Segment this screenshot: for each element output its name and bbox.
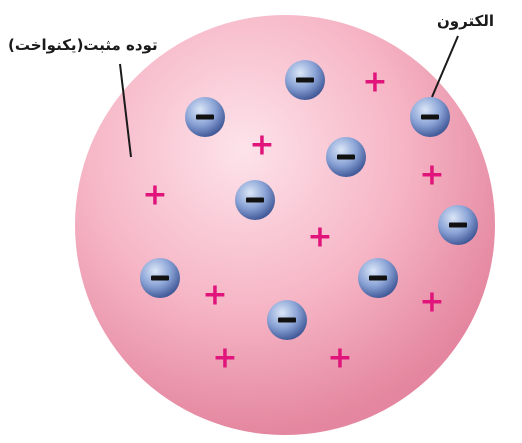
electron [326, 137, 366, 177]
electron [438, 205, 478, 245]
minus-sign [246, 197, 264, 203]
plus-charge: + [307, 220, 332, 255]
positive-sphere [75, 15, 495, 435]
positive-mass-pointer-line [119, 63, 132, 158]
positive-mass-label: توده مثبت(یکنواخت) [8, 36, 158, 54]
minus-sign [151, 275, 169, 281]
plus-charge: + [362, 65, 387, 100]
plus-charge: + [142, 178, 167, 213]
electron-label: الکترون [437, 12, 495, 30]
electron-pointer-line [431, 35, 459, 98]
electron [267, 300, 307, 340]
electron [410, 97, 450, 137]
electrons [140, 60, 478, 340]
electron [140, 258, 180, 298]
positive-charges: + + + + + + + + + [142, 65, 444, 376]
minus-sign [369, 275, 387, 281]
plus-charge: + [202, 278, 227, 313]
plus-charge: + [327, 341, 352, 376]
electron [235, 180, 275, 220]
electron [358, 258, 398, 298]
minus-sign [337, 154, 355, 160]
minus-sign [296, 77, 314, 83]
plus-charge: + [419, 158, 444, 193]
minus-sign [421, 114, 439, 120]
plus-charge: + [212, 341, 237, 376]
minus-sign [449, 222, 467, 228]
minus-sign [196, 114, 214, 120]
electron [285, 60, 325, 100]
plus-charge: + [249, 128, 274, 163]
electron [185, 97, 225, 137]
plus-charge: + [419, 285, 444, 320]
minus-sign [278, 317, 296, 323]
